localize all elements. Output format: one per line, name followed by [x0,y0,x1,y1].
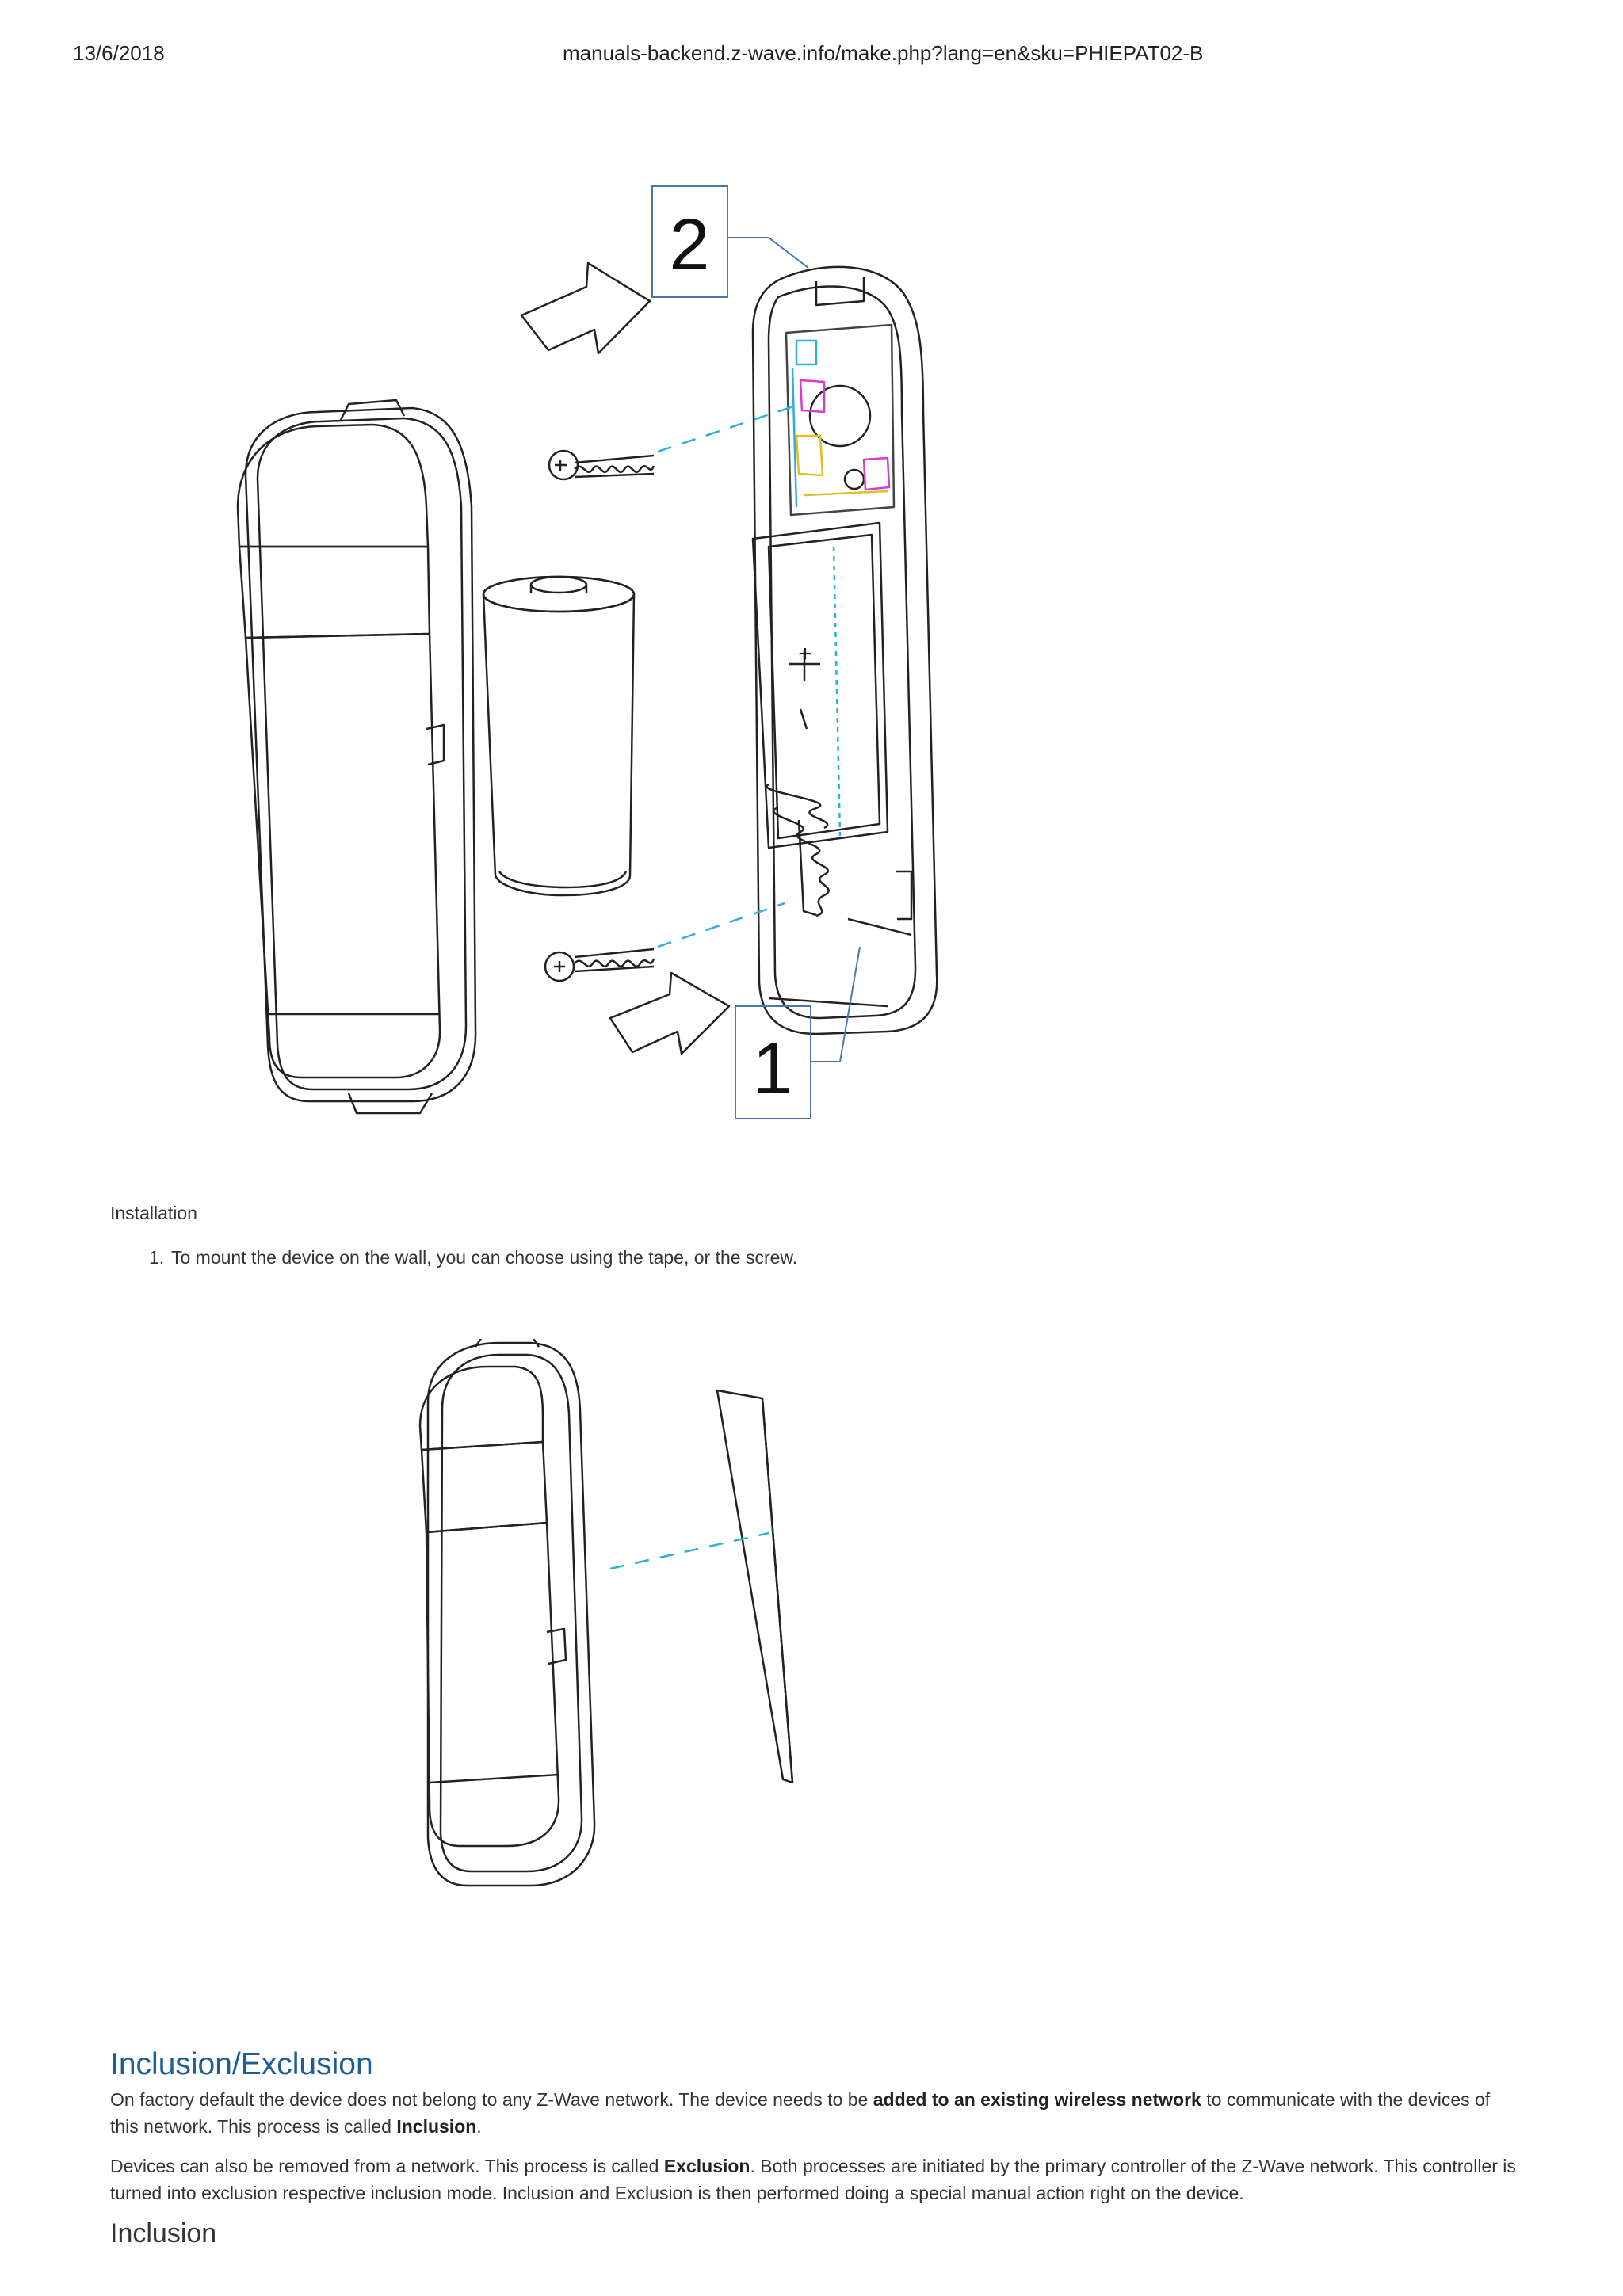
top-screw-illustration [548,449,655,481]
callout-2-label: 2 [669,204,709,285]
device-side-illustration [418,1339,596,1887]
front-cover-illustration [236,399,477,1115]
battery-plus-label: + [798,641,812,667]
subheading-inclusion: Inclusion [110,2218,217,2248]
installation-caption: Installation [110,1203,197,1223]
battery-illustration [482,575,636,897]
tape-mounting-diagram [418,1339,794,1887]
adhesive-tape-illustration [716,1389,794,1784]
callout-1-label: 1 [752,1028,792,1109]
step-number: 1. [149,1247,165,1268]
exclusion-paragraph: Devices can also be removed from a netwo… [110,2156,1516,2203]
section-title-inclusion-exclusion: Inclusion/Exclusion [110,2047,373,2081]
step-text: To mount the device on the wall, you can… [171,1247,798,1268]
page-url: manuals-backend.z-wave.info/make.php?lan… [563,41,1204,65]
arrow-bottom-icon [609,971,731,1055]
installation-step-1: 1. To mount the device on the wall, you c… [149,1247,797,1268]
back-casing-illustration [751,265,938,1035]
callout-2 [651,185,809,298]
bottom-screw-illustration [544,948,655,982]
print-date: 13/6/2018 [73,41,165,65]
arrow-top-icon [520,261,651,355]
callout-1 [735,946,861,1119]
inclusion-paragraph: On factory default the device does not b… [110,2089,1491,2137]
exploded-device-diagram: 2 1 + [236,185,938,1119]
